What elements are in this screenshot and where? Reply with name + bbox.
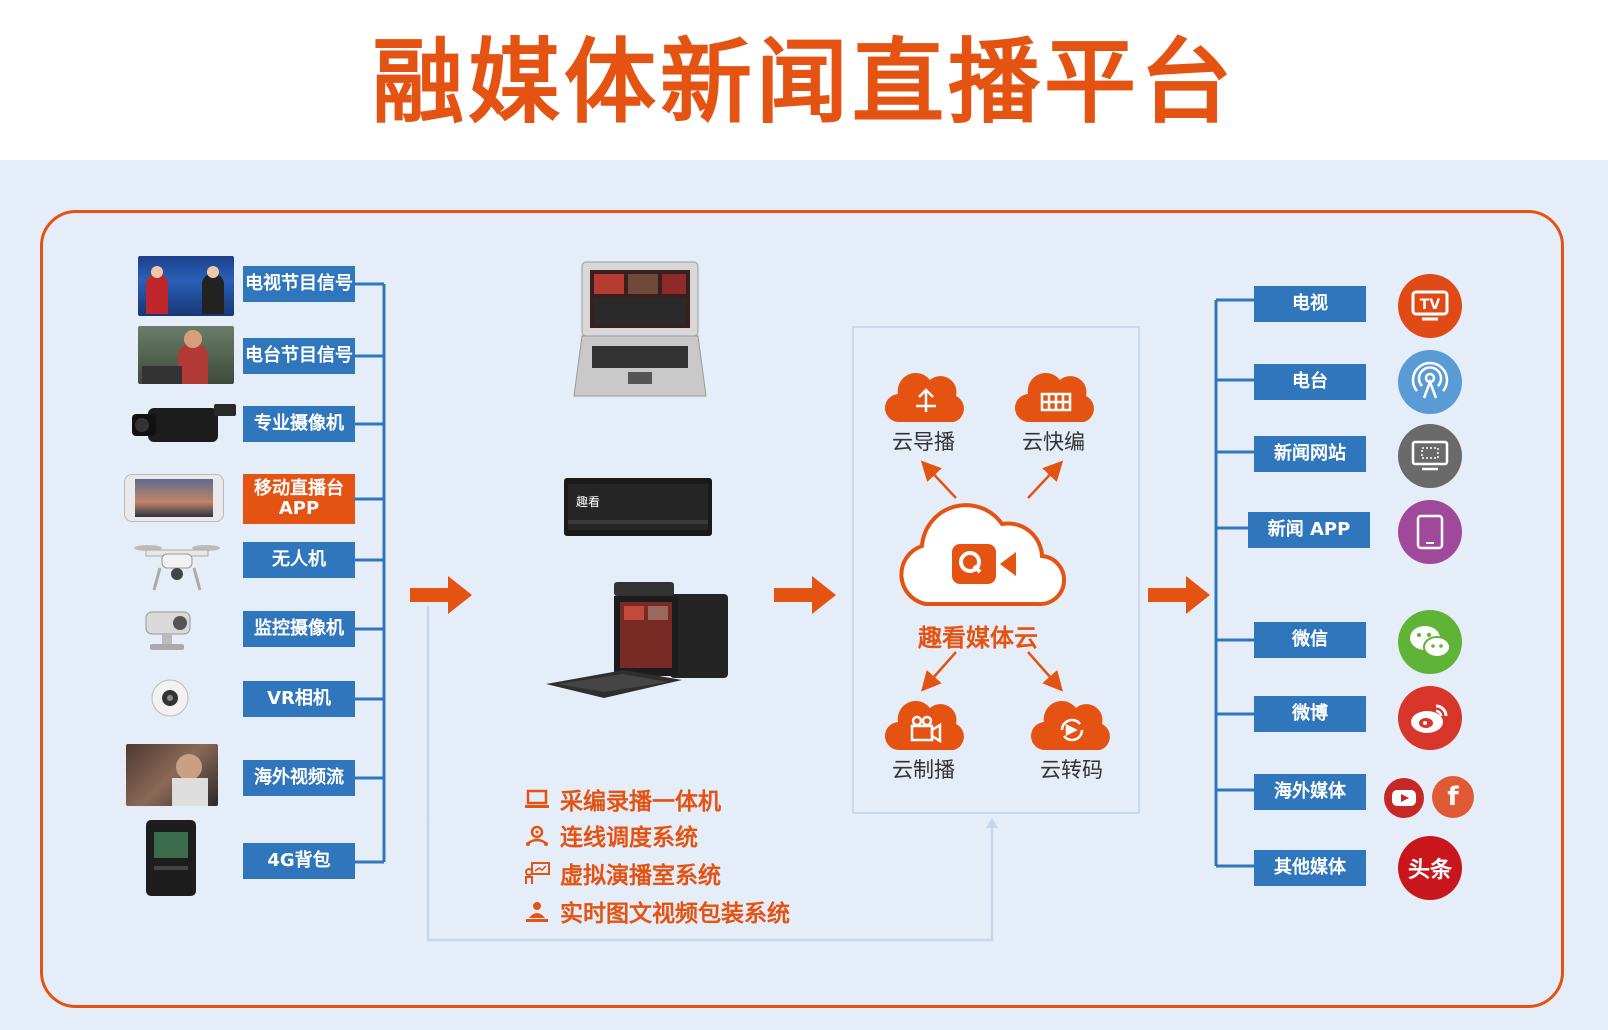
mobile-app-image xyxy=(124,474,224,522)
input-label-pro-camera: 专业摄像机 xyxy=(243,406,355,442)
tv-signal-image xyxy=(138,256,234,316)
cloud-edit-icon xyxy=(1014,372,1094,423)
vr-camera-image xyxy=(151,679,189,717)
feature-item: 虚拟演播室系统 xyxy=(524,856,721,890)
output-label-weibo: 微博 xyxy=(1254,696,1366,732)
cloud-transcode-icon xyxy=(1030,700,1110,751)
youtube-facebook-icon: f xyxy=(1384,776,1476,820)
laptop-icon xyxy=(525,789,549,808)
svg-text:TV: TV xyxy=(1420,297,1441,313)
output-label-other-media: 其他媒体 xyxy=(1254,850,1366,886)
dispatch-icon xyxy=(526,825,548,846)
tv-icon: TV xyxy=(1398,274,1462,338)
wechat-icon xyxy=(1398,610,1462,674)
cloud-director-icon xyxy=(884,372,964,423)
page-title: 融媒体新闻直播平台 xyxy=(371,29,1236,136)
overseas-stream-image xyxy=(126,744,218,806)
toutiao-icon-text: 头条 xyxy=(1407,858,1452,883)
output-label-radio: 电台 xyxy=(1254,364,1366,400)
media-cloud-icon xyxy=(899,503,1067,607)
input-label-radio-signal: 电台节目信号 xyxy=(243,338,355,374)
input-label-overseas-stream: 海外视频流 xyxy=(243,760,355,796)
graphics-icon xyxy=(526,902,548,922)
arrow-right-icon xyxy=(410,576,472,614)
cloud-produce-icon xyxy=(884,700,964,751)
cloud-service-label: 云导播 xyxy=(892,430,955,454)
radio-icon xyxy=(1398,350,1462,414)
output-label-news-site: 新闻网站 xyxy=(1254,436,1366,472)
input-label-tv-signal: 电视节目信号 xyxy=(243,266,355,302)
feature-item: 采编录播一体机 xyxy=(524,782,721,816)
tablet-icon xyxy=(1398,500,1462,564)
feedback-loop-start-line xyxy=(426,606,430,820)
facebook-icon: f xyxy=(1432,776,1474,818)
device-brand-text: 趣看 xyxy=(576,494,600,509)
feature-label: 采编录播一体机 xyxy=(560,789,721,815)
youtube-icon xyxy=(1384,778,1424,818)
laptop-device-image xyxy=(573,261,707,397)
arrow-right-icon xyxy=(1148,576,1210,614)
input-bracket-connector xyxy=(354,282,386,864)
cloud-arrows xyxy=(920,460,1064,692)
cloud-panel xyxy=(852,326,1140,814)
input-label-mobile-app: 移动直播台 APP xyxy=(243,474,355,524)
toutiao-icon: 头条 xyxy=(1398,836,1462,900)
output-label-tv: 电视 xyxy=(1254,286,1366,322)
cloud-service-label: 云制播 xyxy=(892,758,955,782)
cloud-service-label: 云快编 xyxy=(1022,430,1085,454)
output-label-news-app: 新闻 APP xyxy=(1248,512,1370,548)
feature-label: 虚拟演播室系统 xyxy=(560,863,721,889)
output-label-wechat: 微信 xyxy=(1254,622,1366,658)
rack-server-image: 趣看 xyxy=(564,478,712,536)
weibo-icon xyxy=(1398,686,1462,750)
media-cloud-name: 趣看媒体云 xyxy=(918,624,1038,652)
feature-item: 实时图文视频包装系统 xyxy=(524,894,790,928)
4g-backpack-image xyxy=(146,820,196,896)
feature-item: 连线调度系统 xyxy=(524,818,698,852)
feedback-loop-line xyxy=(426,818,998,942)
portable-workstation-image xyxy=(546,582,728,698)
input-label-vr-camera: VR相机 xyxy=(243,681,355,717)
drone-image xyxy=(134,545,220,591)
input-label-cctv: 监控摄像机 xyxy=(243,611,355,647)
arrow-right-icon xyxy=(774,576,836,614)
feature-label: 实时图文视频包装系统 xyxy=(560,901,790,927)
output-label-overseas-media: 海外媒体 xyxy=(1254,774,1366,810)
monitor-icon xyxy=(1398,424,1462,488)
presenter-icon xyxy=(525,862,550,884)
cctv-camera-image xyxy=(145,611,191,650)
feature-label: 连线调度系统 xyxy=(560,825,698,851)
camcorder-image xyxy=(132,404,236,442)
diagram-frame xyxy=(40,210,1564,1008)
radio-signal-image xyxy=(138,326,234,384)
input-label-4g-backpack: 4G背包 xyxy=(243,843,355,879)
output-bracket-connector xyxy=(1214,298,1254,868)
input-label-drone: 无人机 xyxy=(243,542,355,578)
cloud-service-label: 云转码 xyxy=(1040,758,1103,782)
